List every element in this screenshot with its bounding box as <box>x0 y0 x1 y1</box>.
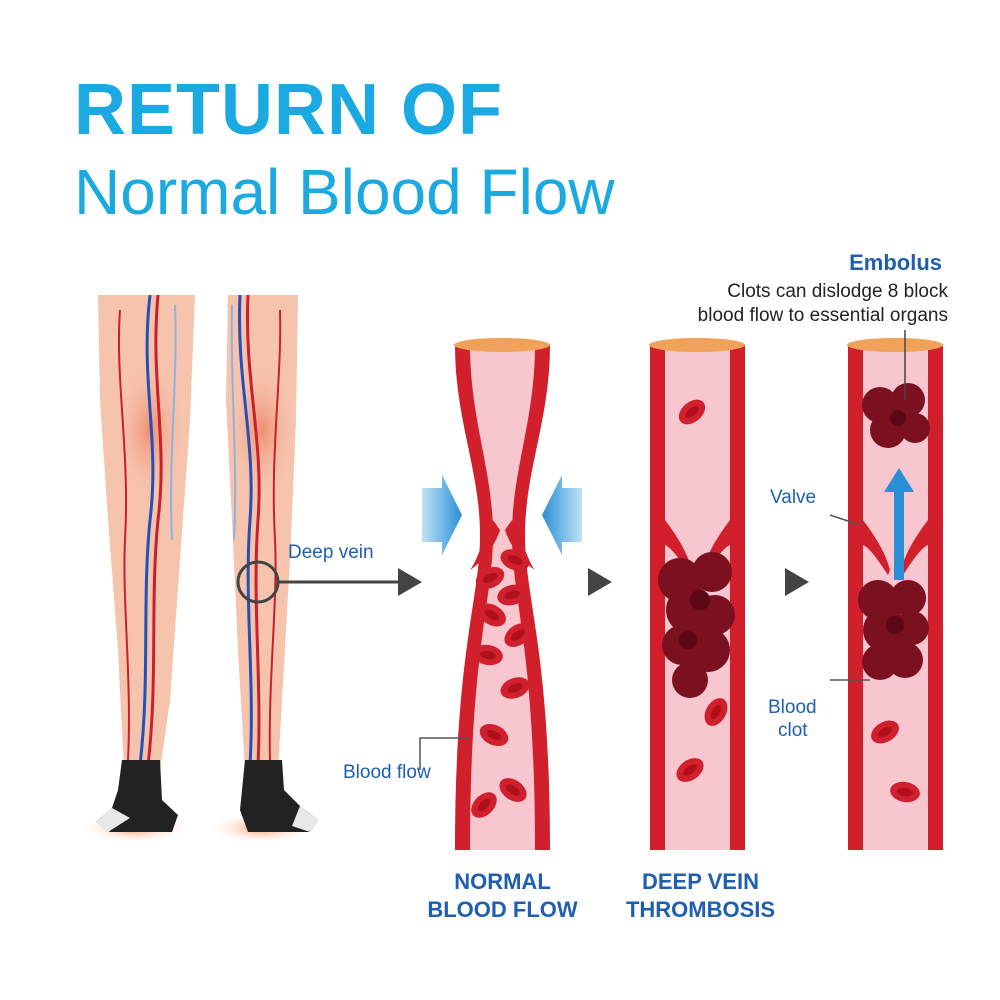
panel-arrow-2 <box>785 568 809 596</box>
compression-arrow-left <box>422 475 462 555</box>
right-side-artery <box>268 309 282 761</box>
left-artery <box>146 294 163 766</box>
blood-clot <box>858 580 929 680</box>
title-line-1: RETURN OF <box>74 70 503 150</box>
caption-dvt-line2: THROMBOSIS <box>625 896 776 922</box>
compression-arrow-right <box>542 475 582 555</box>
caption-dvt-line1: DEEP VEIN <box>642 869 759 894</box>
right-deep-vein <box>238 294 253 766</box>
embolus-description-line2: blood flow to essential organs <box>697 304 948 326</box>
pointer-arrowhead <box>398 568 422 596</box>
embolus-description-line1: Clots can dislodge 8 block <box>727 281 948 302</box>
embolus-clot <box>862 383 930 448</box>
right-artery <box>246 294 261 766</box>
left-deep-vein <box>138 294 155 766</box>
blood-flow-pointer <box>419 737 470 770</box>
title-line-2: Normal Blood Flow <box>74 156 615 228</box>
valve-label: Valve <box>770 487 817 508</box>
blood-clot-label-line2: clot <box>778 720 808 741</box>
deep-vein-label: Deep vein <box>288 542 374 563</box>
normal-valve-left <box>470 520 500 570</box>
blood-clot-label-line1: Blood <box>768 697 817 718</box>
embolus-description: Clots can dislodge 8 block blood flow to… <box>628 280 948 328</box>
panel-arrow-1 <box>588 568 612 596</box>
panel-normal-flow <box>419 338 582 850</box>
caption-normal-line2: BLOOD FLOW <box>427 896 578 922</box>
left-side-artery <box>117 309 130 761</box>
blood-flow-label: Blood flow <box>343 762 431 783</box>
upward-arrow-head <box>884 468 914 492</box>
right-side-vein <box>230 304 237 541</box>
panel-dvt <box>649 338 745 850</box>
embolus-title: Embolus <box>849 250 942 275</box>
left-sock-toe <box>96 808 130 832</box>
caption-normal-blood-flow: NORMAL BLOOD FLOW <box>410 868 595 923</box>
caption-deep-vein-thrombosis: DEEP VEIN THROMBOSIS <box>608 868 793 923</box>
embolus-valve-left <box>863 520 890 575</box>
normal-vein-top <box>454 338 550 352</box>
embolus-valve-right <box>901 520 928 575</box>
right-sock-toe <box>292 806 318 832</box>
panel-embolus <box>829 330 943 850</box>
upward-arrow-shaft <box>894 490 904 580</box>
valve-pointer <box>829 514 861 526</box>
caption-normal-line1: NORMAL <box>454 869 551 894</box>
dvt-clot <box>658 552 735 698</box>
left-side-vein <box>170 304 177 541</box>
embolus-vein-top <box>847 338 943 352</box>
dvt-vein-top <box>649 338 745 352</box>
legs-illustration <box>80 294 318 844</box>
right-knee-glow <box>227 360 297 500</box>
